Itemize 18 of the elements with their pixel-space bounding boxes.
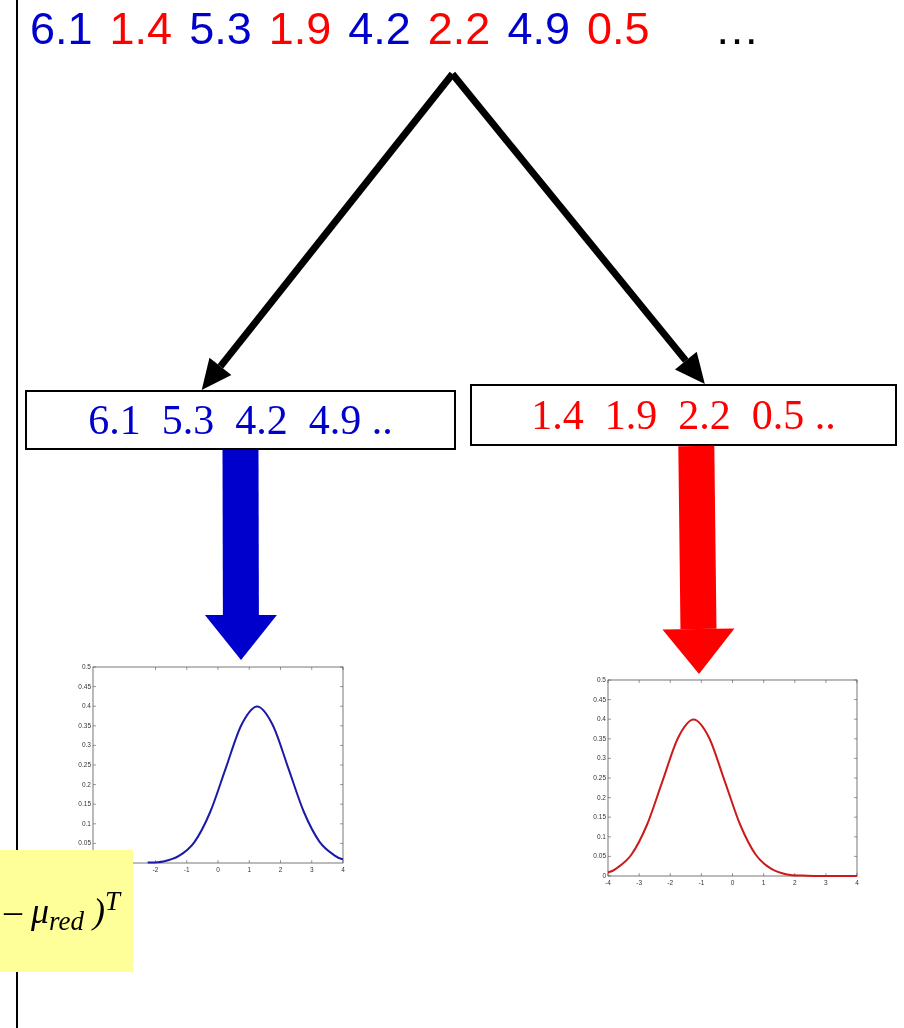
formula-text: – μ$_{red}$ )$^{T}$ xyxy=(4,884,121,938)
number-list: 6.1 5.3 4.2 4.9 .. xyxy=(88,399,393,441)
number-text: 1.9 xyxy=(268,6,332,51)
number-list: 1.4 1.9 2.2 0.5 .. xyxy=(531,394,836,436)
number-text: … xyxy=(714,6,760,51)
number-box xyxy=(25,390,456,450)
block-arrow xyxy=(662,445,735,674)
formula-note xyxy=(0,850,133,972)
number-text: 6.1 xyxy=(30,6,93,51)
number-text: 0.5 xyxy=(586,6,650,51)
number-text: 2.2 xyxy=(427,6,491,51)
arrow xyxy=(449,71,705,384)
number-text: 5.3 xyxy=(189,6,252,51)
number-text: 1.4 xyxy=(109,6,173,51)
number-box xyxy=(470,384,897,446)
block-arrow xyxy=(204,449,277,660)
number-text: 4.9 xyxy=(507,6,570,51)
number-text: 4.2 xyxy=(348,6,411,51)
